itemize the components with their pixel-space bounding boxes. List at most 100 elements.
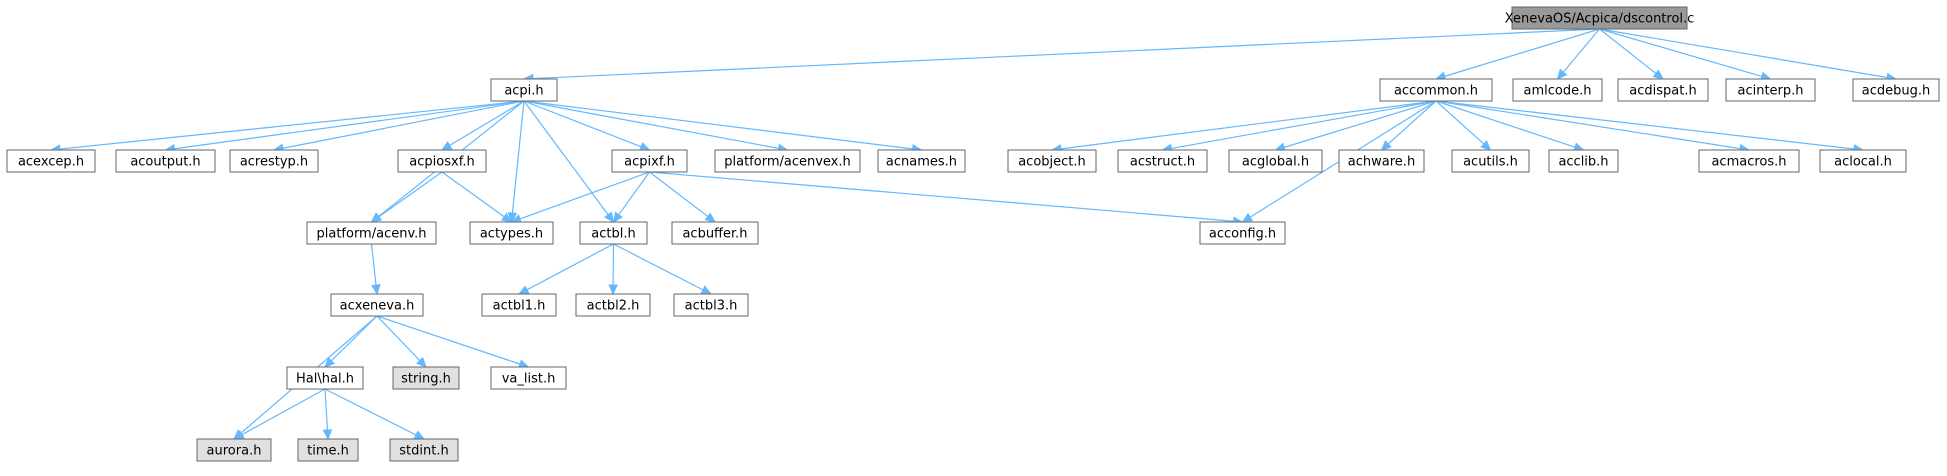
edge-line [1599,28,1763,78]
node-box [469,221,554,245]
node-label: actbl2.h [587,299,640,314]
node-box [490,366,567,390]
node-acenvex[interactable]: platform/acenvex.h [714,149,861,173]
arrowhead-icon [370,212,383,223]
node-amlcode[interactable]: amlcode.h [1512,78,1603,102]
edge-line [370,243,377,286]
node-acpixf[interactable]: acpixf.h [611,149,688,173]
node-acdispat[interactable]: acdispat.h [1617,78,1709,102]
edge-line [1599,28,1657,74]
node-acnames[interactable]: acnames.h [877,149,966,173]
edge-line [1435,100,1741,150]
node-acclib[interactable]: acclib.h [1548,149,1619,173]
node-box [1617,78,1709,102]
node-acoutput[interactable]: acoutput.h [115,149,216,173]
edge-actbl-to-actbl1 [517,243,614,295]
edge-line [59,100,525,150]
node-aclocal[interactable]: aclocal.h [1819,149,1907,173]
node-acdebug[interactable]: acdebug.h [1852,78,1940,102]
node-label: aclocal.h [1834,155,1892,170]
node-box [877,149,966,173]
node-label: actbl3.h [685,299,738,314]
node-actbl1[interactable]: actbl1.h [481,293,557,317]
node-acpiosxf[interactable]: acpiosxf.h [397,149,487,173]
node-box [611,149,688,173]
node-label: Hal\hal.h [296,372,354,387]
node-va_list[interactable]: va_list.h [490,366,567,390]
node-actypes[interactable]: actypes.h [469,221,554,245]
edge-root-to-acdispat [1599,28,1664,80]
node-acinterp[interactable]: acinterp.h [1725,78,1816,102]
node-hal[interactable]: Hal\hal.h [286,366,364,390]
node-label: acdispat.h [1629,84,1696,99]
node-label: platform/acenvex.h [724,155,851,170]
edge-hal-to-stdint [324,388,426,440]
edge-line [376,315,521,365]
node-label: accommon.h [1394,84,1478,99]
arrowhead-icon [324,356,336,368]
edge-acpixf-to-actbl [612,171,650,223]
node-box [6,149,96,173]
node-acbuffer[interactable]: acbuffer.h [671,221,759,245]
edge-line [1435,100,1485,145]
arrowhead-icon [1380,140,1392,151]
edge-acpi-to-actbl [523,100,615,223]
node-box [1199,221,1286,245]
node-box [1228,149,1323,173]
node-accommon[interactable]: accommon.h [1379,78,1493,102]
node-acxeneva[interactable]: acxeneva.h [330,293,424,317]
node-acutils[interactable]: acutils.h [1451,149,1530,173]
edge-line [1435,100,1576,148]
edge-line [526,243,614,291]
node-root[interactable]: XenevaOS/Acpica/dscontrol.c [1505,6,1695,30]
edge-actbl-to-actbl2 [608,243,618,296]
edge-line [241,388,326,436]
node-acstruct[interactable]: acstruct.h [1117,149,1208,173]
node-acpi[interactable]: acpi.h [490,78,558,102]
arrowhead-icon [501,212,513,223]
arrowhead-icon [608,284,618,296]
node-acexcep[interactable]: acexcep.h [6,149,96,173]
node-box [1548,149,1619,173]
node-achware[interactable]: achware.h [1338,149,1425,173]
edge-line [441,171,505,218]
edge-line [649,171,1234,222]
node-actbl2[interactable]: actbl2.h [575,293,651,317]
node-box [330,293,424,317]
node-label: acbuffer.h [682,227,747,242]
arrowhead-icon [1652,69,1664,80]
edge-acpi-to-acexcep [49,100,525,154]
edge-line [511,100,525,214]
node-box [1725,78,1816,102]
edge-line [618,171,650,216]
node-box [286,366,364,390]
node-acglobal[interactable]: acglobal.h [1228,149,1323,173]
node-acmacros[interactable]: acmacros.h [1698,149,1800,173]
arrowhead-icon [415,356,427,368]
edge-root-to-acpi [522,28,1600,84]
node-acconfig[interactable]: acconfig.h [1199,221,1286,245]
node-acenv[interactable]: platform/acenv.h [306,221,437,245]
edge-acenv-to-acxeneva [370,243,381,296]
edge-line [523,100,609,216]
node-time: time.h [297,438,359,462]
node-acobject[interactable]: acobject.h [1007,149,1097,173]
node-actbl[interactable]: actbl.h [579,221,648,245]
node-label: acstruct.h [1130,155,1195,170]
node-box [306,221,437,245]
edge-line [449,100,525,146]
node-label: time.h [307,444,349,459]
node-box [392,366,460,390]
node-box [196,438,272,462]
node-label: acinterp.h [1737,84,1803,99]
node-actbl3[interactable]: actbl3.h [673,293,749,317]
edge-hal-to-aurora [232,388,326,440]
edge-hal-to-time [322,388,333,441]
node-acrestyp[interactable]: acrestyp.h [229,149,319,173]
node-label: stdint.h [399,444,448,459]
node-box [229,149,319,173]
node-box [1511,6,1688,30]
node-label: acexcep.h [18,155,84,170]
node-label: acpi.h [504,84,543,99]
